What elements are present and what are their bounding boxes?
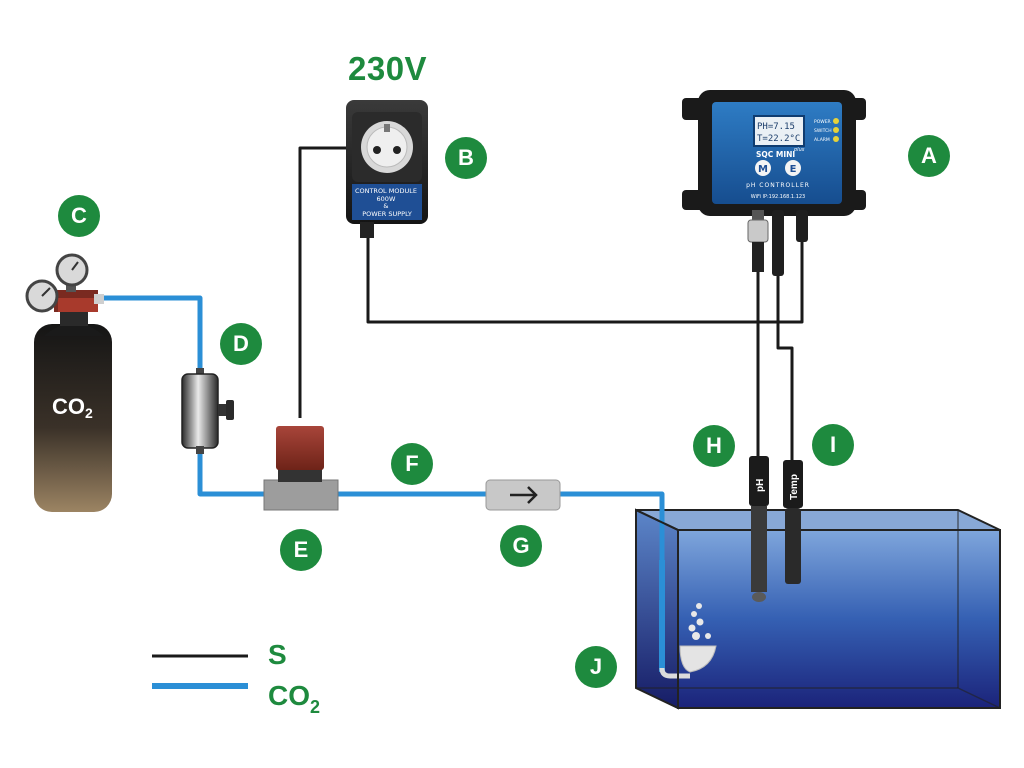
legend-co2-subscript: 2 — [310, 697, 321, 717]
ph-probe: pH — [749, 456, 769, 602]
power-led — [833, 118, 839, 124]
indicator-power-label: POWER — [814, 119, 831, 125]
power-module: CONTROL MODULE 600W & POWER SUPPLY — [346, 100, 428, 238]
indicator-alarm-label: ALARM — [814, 137, 830, 143]
module-text-line2: 600W — [377, 195, 396, 203]
voltage-label: 230V — [348, 50, 428, 87]
badge-j: J — [575, 646, 617, 688]
badge-e: E — [280, 529, 322, 571]
svg-text:PH=7.15 T=22.2°C: PH=7.15 T=22.2°C — [757, 122, 800, 144]
legend-signal-label: S — [268, 639, 287, 670]
solenoid-valve — [263, 426, 339, 511]
relay-connector — [796, 210, 808, 242]
switch-led — [833, 127, 839, 133]
controller-brand: SQC MINI — [756, 150, 795, 159]
bubble-icon — [688, 603, 711, 640]
indicator-switch-label: SWITCH — [814, 128, 832, 134]
co2-diffuser — [659, 603, 717, 679]
badge-c: C — [58, 195, 100, 237]
badge-d: D — [220, 323, 262, 365]
badge-g: G — [500, 525, 542, 567]
legend-co2-label: CO2 — [268, 680, 320, 718]
m-button-label: M — [758, 164, 768, 175]
aquarium-tank — [635, 508, 1001, 710]
temp-probe-label: Temp — [789, 474, 800, 500]
controller-brand-sup: plus — [793, 147, 805, 153]
temp-probe: Temp — [783, 460, 803, 584]
badge-b: B — [445, 137, 487, 179]
svg-text:CONTROL MODULE 600W: CONTROL MODULE 600W & POWER SUPPLY — [355, 187, 419, 218]
badge-f: F — [391, 443, 433, 485]
needle-valve — [181, 368, 234, 454]
e-button[interactable] — [785, 160, 801, 176]
controller-title: pH CONTROLLER — [746, 182, 810, 189]
co2-regulator — [25, 253, 104, 313]
temp-connector — [772, 210, 784, 276]
module-text-line4: POWER SUPPLY — [362, 210, 412, 218]
tank-frame — [635, 509, 679, 708]
cylinder-label: CO2 — [52, 394, 93, 421]
ph-probe-label: pH — [755, 479, 766, 492]
m-button[interactable] — [755, 160, 771, 176]
ph-controller: PH=7.15 T=22.2°C POWER SWITCH ALARM SQC … — [682, 90, 866, 276]
screen-line-2: T=22.2°C — [757, 134, 800, 144]
badge-a: A — [908, 135, 950, 177]
e-button-label: E — [790, 164, 797, 175]
co2-cylinder: CO2 — [34, 312, 112, 512]
arrow-right-icon — [510, 486, 538, 504]
pressure-gauge-icon — [25, 279, 59, 313]
controller-wifi: WiFi IP:192.168.1.123 — [751, 194, 805, 200]
signal-cables — [298, 146, 804, 462]
pressure-gauge-icon — [55, 253, 89, 287]
badge-h: H — [693, 425, 735, 467]
check-valve — [485, 479, 561, 511]
socket-icon — [361, 121, 413, 173]
bnc-connector — [747, 210, 769, 272]
badge-i: I — [812, 424, 854, 466]
alarm-led — [833, 136, 839, 142]
co2-tubing — [98, 295, 665, 640]
module-text-line3: & — [383, 202, 388, 210]
module-text-line1: CONTROL MODULE — [355, 187, 417, 195]
screen-line-1: PH=7.15 — [757, 122, 795, 132]
legend-co2-text: CO — [268, 680, 310, 711]
